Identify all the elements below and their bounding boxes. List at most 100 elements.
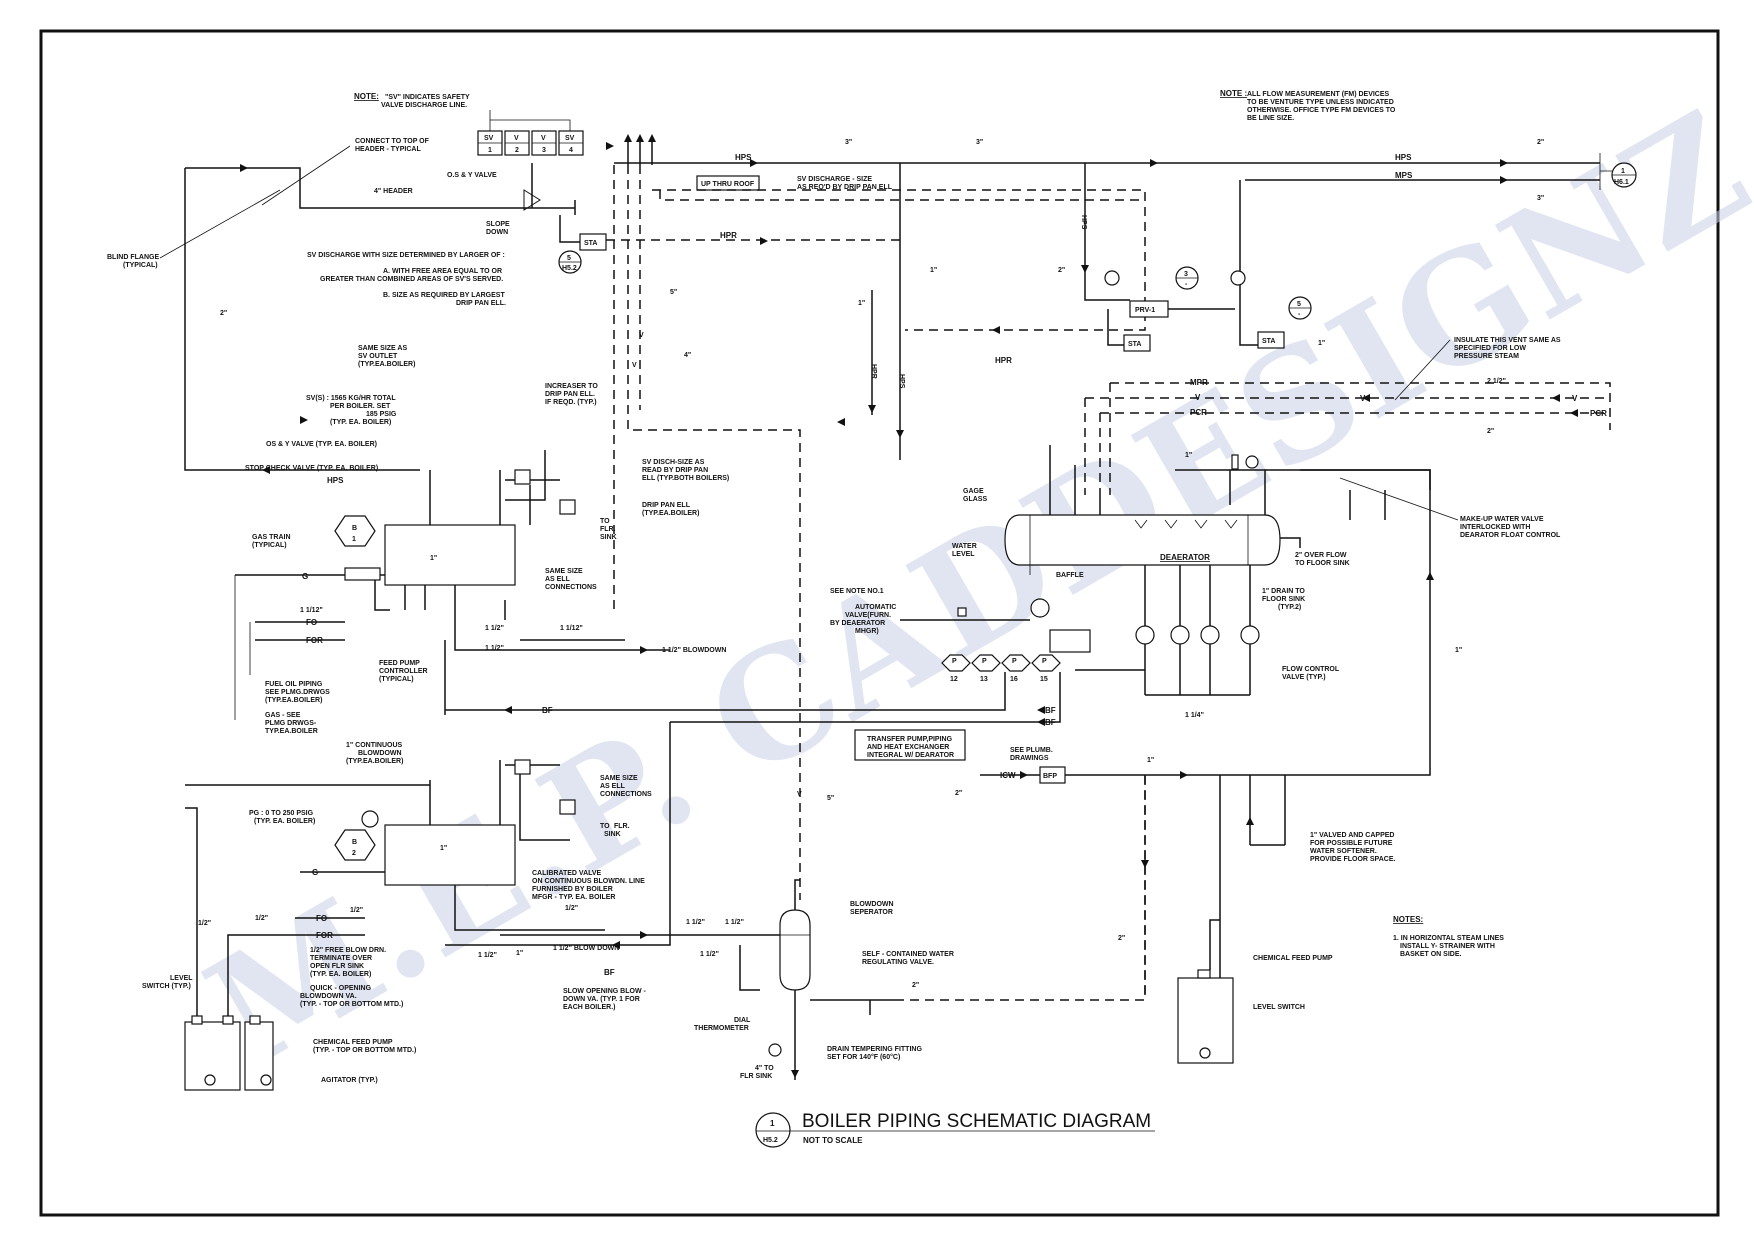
hps-vertical-deaerator: HPS 1" 1" HPR [858,163,937,460]
svg-text:A. WITH FREE AREA EQUAL TO OR: A. WITH FREE AREA EQUAL TO OR [383,268,502,275]
svg-text:SAME SIZE AS: SAME SIZE AS [358,345,407,352]
title-block: 1 H5.2 BOILER PIPING SCHEMATIC DIAGRAM N… [755,1111,1155,1148]
svg-text:V: V [1195,393,1201,402]
svg-text:BFP: BFP [1043,773,1057,780]
svg-text:5: 5 [567,255,571,262]
chem-tanks-left: LEVEL SWITCH (TYP.) 1/2" 1/2" [142,807,295,1091]
svg-text:SPECIFIED FOR LOW: SPECIFIED FOR LOW [1454,345,1526,352]
svg-text:DRIP PAN ELL: DRIP PAN ELL [642,502,691,509]
boiler-2-labels: 1" CONTINUOUS BLOWDOWN (TYP.EA.BOILER) P… [249,742,652,1084]
svg-text:BLOWDOWN: BLOWDOWN [850,901,894,908]
svg-text:185 PSIG: 185 PSIG [366,411,397,418]
svg-text:FLR SINK: FLR SINK [740,1073,772,1080]
svg-text:5": 5" [827,795,834,802]
fm-note: NOTE : ALL FLOW MEASUREMENT (FM) DEVICES… [1220,89,1396,122]
svg-text:FO: FO [316,914,327,923]
transfer-pumps: P P P P 12 13 16 15 TRANSFER PUMP,PIPING… [854,598,1145,761]
svg-text:12: 12 [950,676,958,683]
svg-text:V: V [1360,394,1366,403]
boiler-1-labels: SAME SIZE AS SV OUTLET (TYP.EA.BOILER) S… [245,345,729,591]
svg-text:EACH BOILER.): EACH BOILER.) [563,1004,616,1011]
svg-text:BLIND FLANGE: BLIND FLANGE [107,254,159,261]
svg-text:1": 1" [1147,757,1154,764]
svg-text:2": 2" [1537,139,1544,146]
svg-text:QUICK - OPENING: QUICK - OPENING [310,985,372,992]
svg-text:MAKE-UP WATER VALVE: MAKE-UP WATER VALVE [1460,516,1544,523]
svg-text:1 1/2": 1 1/2" [686,919,705,926]
svg-text:WATER: WATER [952,543,977,550]
svg-text:CONNECT TO TOP OF: CONNECT TO TOP OF [355,138,430,145]
svg-text:STOP CHECK VALVE (TYP. EA. BOI: STOP CHECK VALVE (TYP. EA. BOILER) [245,465,378,472]
svg-text:INTEGRAL W/ DEARATOR: INTEGRAL W/ DEARATOR [867,752,954,759]
svg-text:V: V [797,791,802,798]
svg-text:SINK: SINK [600,534,617,541]
svg-text:2: 2 [352,850,356,857]
svg-text:5": 5" [670,289,677,296]
svg-text:SV DISCHARGE WITH SIZE DETERMI: SV DISCHARGE WITH SIZE DETERMINED BY LAR… [307,252,505,259]
svg-text:PRV-1: PRV-1 [1135,307,1155,314]
svg-text:AS REQ'D BY DRIP PAN ELL: AS REQ'D BY DRIP PAN ELL [797,184,893,191]
svg-text:THERMOMETER: THERMOMETER [694,1025,749,1032]
svg-text:2": 2" [912,982,919,989]
return-lines-right: MPR V V V PCR PCR 2 1/2" 2" [1084,378,1611,495]
svg-text:FOR: FOR [306,636,323,645]
svg-text:2": 2" [1118,935,1125,942]
sv-discharge-lines: HPR HPR 5" 4" V V 5" V [606,165,1146,900]
svg-text:HPR: HPR [720,231,737,240]
svg-text:OS & Y VALVE (TYP. EA. BOILER): OS & Y VALVE (TYP. EA. BOILER) [266,441,377,448]
up-thru-roof: UP THRU ROOF SV DISCHARGE - SIZE AS REQ'… [696,175,893,191]
svg-text:FEED PUMP: FEED PUMP [379,660,420,667]
svg-text:-: - [1298,311,1301,318]
svg-text:(TYP. - TOP OR BOTTOM MTD.): (TYP. - TOP OR BOTTOM MTD.) [313,1047,416,1054]
svg-text:GAGE: GAGE [963,488,984,495]
svg-text:V: V [639,332,644,339]
svg-text:CONNECTIONS: CONNECTIONS [600,791,652,798]
boiler-1: B 1 1" 1 1/2" 1 1/12" 1 1/12" 1 1/2" 1 1… [300,450,726,715]
svg-text:3: 3 [542,147,546,154]
svg-text:1 1/12": 1 1/12" [300,607,323,614]
sv-note: NOTE: "SV" INDICATES SAFETY VALVE DISCHA… [354,92,470,109]
svg-text:1 1/2": 1 1/2" [485,645,504,652]
svg-text:LEVEL SWITCH: LEVEL SWITCH [1253,1004,1305,1011]
svg-text:MPS: MPS [1395,171,1413,180]
mps-line: MPS 3" [1245,171,1600,202]
svg-text:1" DRAIN TO: 1" DRAIN TO [1262,588,1305,595]
svg-text:CONTROLLER: CONTROLLER [379,668,428,675]
svg-text:(TYP.EA.BOILER): (TYP.EA.BOILER) [346,758,403,765]
chem-tank-right: CHEMICAL FEED PUMP LEVEL SWITCH [1177,919,1333,1064]
svg-text:1 1/4": 1 1/4" [1185,712,1204,719]
svg-text:P: P [1042,658,1047,665]
svg-text:ICW: ICW [1000,771,1016,780]
svg-text:NOTE :: NOTE : [1220,89,1247,98]
sv-box-group: SV1 V2 V3 SV4 [477,110,584,156]
svg-text:FOR POSSIBLE FUTURE: FOR POSSIBLE FUTURE [1310,840,1393,847]
svg-text:TERMINATE OVER: TERMINATE OVER [310,955,372,962]
svg-text:PLMG DRWGS-: PLMG DRWGS- [265,720,317,727]
svg-text:TRANSFER PUMP,PIPING: TRANSFER PUMP,PIPING [867,736,953,743]
svg-text:SV(S) : 1565 KG/HR TOTAL: SV(S) : 1565 KG/HR TOTAL [306,395,396,402]
svg-text:BF: BF [604,968,615,977]
svg-text:SWITCH (TYP.): SWITCH (TYP.) [142,983,191,990]
svg-text:3": 3" [976,139,983,146]
svg-text:1: 1 [488,147,492,154]
general-notes: NOTES: 1. IN HORIZONTAL STEAM LINES INST… [1393,915,1504,958]
svg-text:P: P [982,658,987,665]
svg-text:HPS: HPS [327,476,344,485]
svg-text:2": 2" [220,310,227,317]
svg-text:SEPERATOR: SEPERATOR [850,909,893,916]
svg-text:ELL (TYP.BOTH BOILERS): ELL (TYP.BOTH BOILERS) [642,475,729,482]
svg-text:DIAL: DIAL [734,1017,751,1024]
svg-text:LEVEL: LEVEL [952,551,975,558]
svg-text:B. SIZE AS REQUIRED BY LARGEST: B. SIZE AS REQUIRED BY LARGEST [383,292,505,299]
svg-text:BLOWDOWN VA.: BLOWDOWN VA. [300,993,357,1000]
svg-text:V: V [632,362,637,369]
svg-text:13: 13 [980,676,988,683]
svg-text:1: 1 [770,1119,775,1128]
svg-text:V: V [541,135,546,142]
svg-text:HPS: HPS [735,153,752,162]
svg-text:GREATER THAN COMBINED AREAS OF: GREATER THAN COMBINED AREAS OF SV'S SERV… [320,276,503,283]
svg-text:MFGR - TYP. EA. BOILER: MFGR - TYP. EA. BOILER [532,894,616,901]
svg-text:OPEN FLR SINK: OPEN FLR SINK [310,963,364,970]
svg-text:O.S & Y VALVE: O.S & Y VALVE [447,172,497,179]
svg-text:FLOW CONTROL: FLOW CONTROL [1282,666,1340,673]
